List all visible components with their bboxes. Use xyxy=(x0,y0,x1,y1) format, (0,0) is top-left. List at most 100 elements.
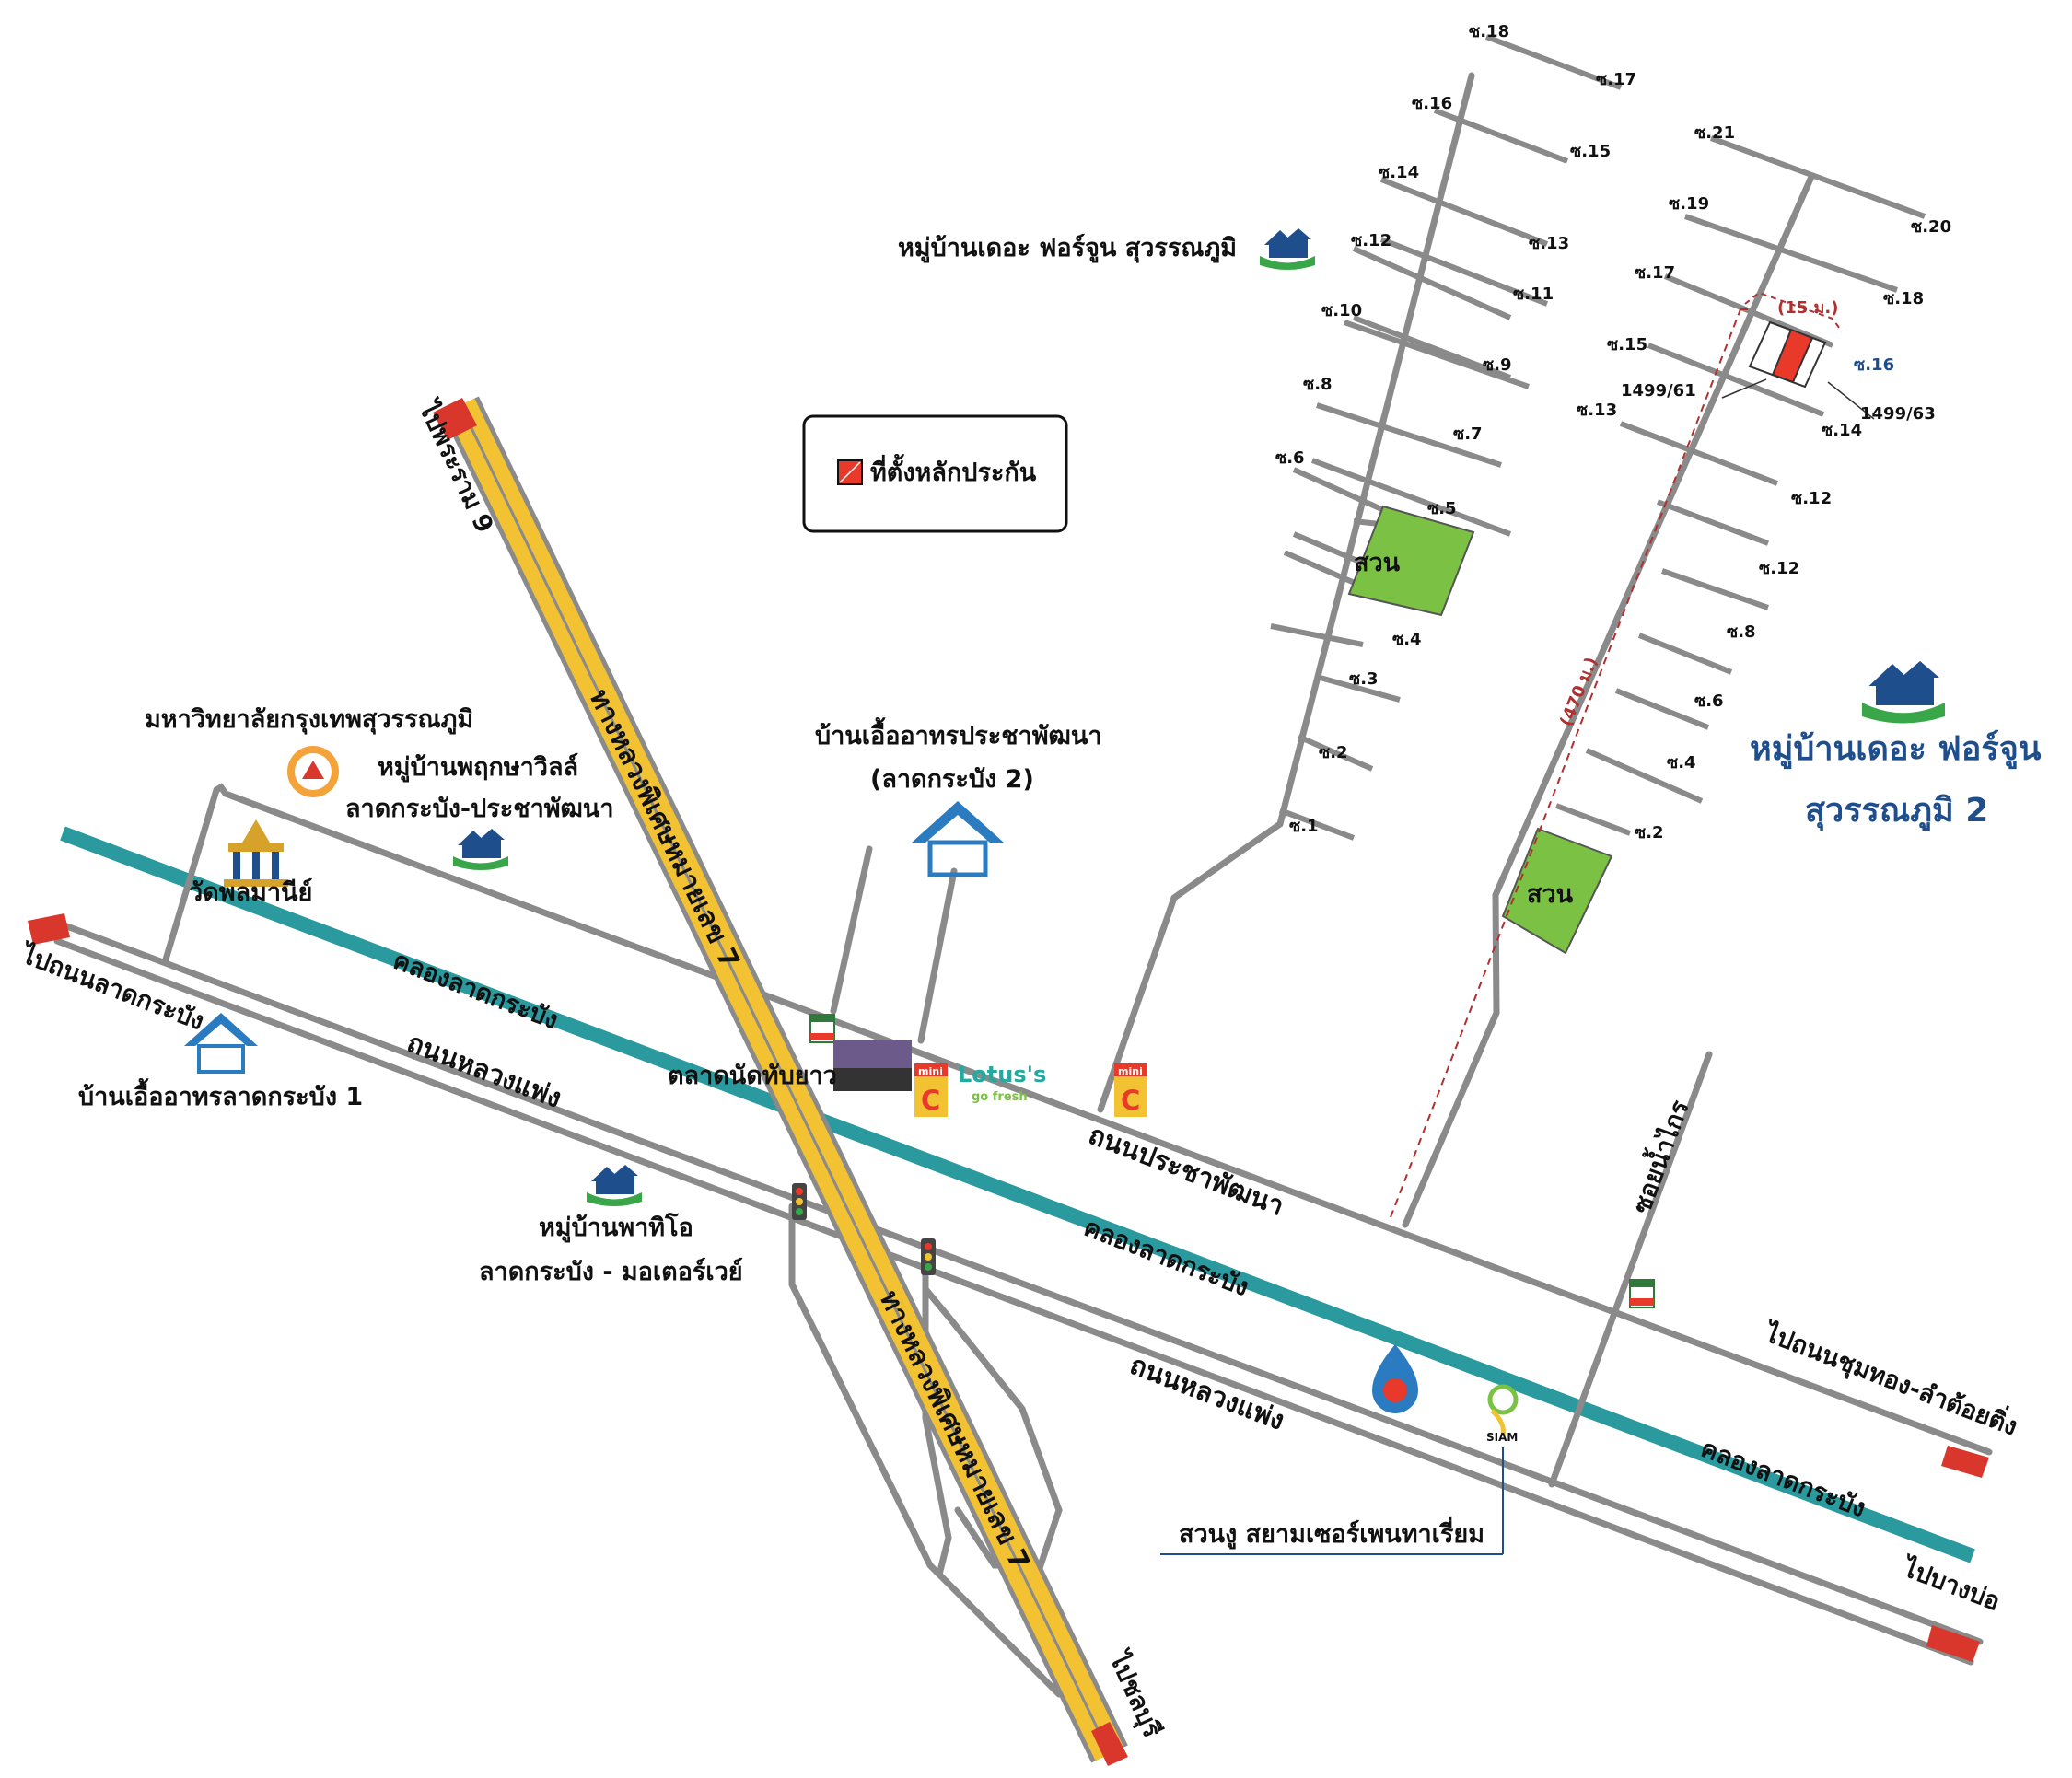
label-euaarthorn1: บ้านเอื้ออาทรลาดกระบัง 1 xyxy=(78,1077,363,1111)
park-south: สวน xyxy=(1501,827,1613,955)
soi-label: ซ.18 xyxy=(1883,289,1924,308)
soi-label: ซ.4 xyxy=(1392,630,1422,649)
legend-label: ที่ตั้งหลักประกัน xyxy=(870,453,1037,487)
park-label: สวน xyxy=(1527,880,1574,909)
soi-label: ซ.9 xyxy=(1483,355,1512,375)
soi-label: ซ.17 xyxy=(1596,70,1636,89)
west-soi-labels: ซ.18 ซ.16 ซ.14 ซ.12 ซ.10 ซ.8 ซ.6 ซ.4 ซ.3… xyxy=(1275,22,1636,836)
soi-label: ซ.6 xyxy=(1694,691,1724,711)
seven-eleven-icon xyxy=(1629,1279,1655,1308)
label-market: ตลาดนัดทับยาว xyxy=(668,1062,837,1090)
soi-label: ซ.14 xyxy=(1822,421,1862,440)
label-pracha-phatthana: ถนนประชาพัฒนา xyxy=(1084,1119,1287,1222)
soi-label: ซ.16 xyxy=(1854,355,1894,375)
soi-label: ซ.16 xyxy=(1412,94,1452,113)
market-icon xyxy=(833,1040,912,1091)
label-pruksa-line2: ลาดกระบัง-ประชาพัฒนา xyxy=(345,795,614,823)
soi-label: ซ.17 xyxy=(1635,263,1675,283)
plot-number-b: 1499/63 xyxy=(1860,404,1936,424)
label-motorway-north: ทางหลวงพิเศษหมายเลข 7 xyxy=(584,684,746,973)
university-logo-icon xyxy=(287,746,339,797)
label-canal-east: คลองลาดกระบัง xyxy=(1696,1435,1868,1524)
mini-c-glyph: C xyxy=(921,1085,940,1116)
plot-width-label: (15 ม.) xyxy=(1777,298,1838,318)
label-fortune-suvarnabhumi: หมู่บ้านเดอะ ฟอร์จูน สุวรรณภูมิ xyxy=(898,233,1237,263)
soi-label: ซ.12 xyxy=(1759,559,1799,578)
soi-label: ซ.20 xyxy=(1911,217,1951,237)
soi-label: ซ.21 xyxy=(1694,123,1735,143)
soi-label: ซ.14 xyxy=(1379,163,1419,182)
park-north: สวน xyxy=(1347,505,1475,617)
soi-label: ซ.13 xyxy=(1577,401,1617,420)
motorway xyxy=(442,396,1128,1763)
soi-label: ซ.7 xyxy=(1453,424,1483,444)
soi-label: ซ.12 xyxy=(1351,231,1391,250)
village-icon xyxy=(587,1165,642,1206)
soi-label: ซ.19 xyxy=(1669,194,1709,214)
label-euaarthorn2-line1: บ้านเอื้ออาทรประชาพัฒนา xyxy=(815,716,1102,750)
soi-label: ซ.5 xyxy=(1427,499,1457,518)
arrow-rama9-icon xyxy=(433,398,477,440)
snake-farm-icon: SIAM xyxy=(1160,1384,1519,1555)
direction-arrows xyxy=(28,398,1989,1766)
mini-label: mini xyxy=(1118,1065,1143,1077)
arrow-chonburi-icon xyxy=(1091,1722,1128,1766)
label-soi-nam-krai: ซอยน้ำไกร xyxy=(1623,1095,1695,1218)
mini-label: mini xyxy=(918,1065,943,1077)
label-canal-west: คลองลาดกระบัง xyxy=(389,947,561,1036)
euaarthorn-icon xyxy=(184,1013,258,1075)
traffic-light-icon xyxy=(792,1183,807,1220)
plot-number-a: 1499/61 xyxy=(1621,381,1696,401)
mini-c-icon: mini C xyxy=(1114,1063,1147,1117)
label-wat: วัดพลมานีย์ xyxy=(189,877,312,907)
euaarthorn-icon xyxy=(912,801,1004,877)
target-plot: (15 ม.) 1499/61 1499/63 xyxy=(1621,291,1936,424)
soi-label: ซ.10 xyxy=(1321,301,1362,320)
soi-label: ซ.4 xyxy=(1667,753,1696,773)
distance-label: (470 ม.) xyxy=(1556,655,1601,729)
soi-label: ซ.15 xyxy=(1607,335,1647,354)
lotus-logo-icon: Lotus's go fresh xyxy=(958,1062,1046,1104)
soi-label: ซ.18 xyxy=(1469,22,1509,41)
soi-label: ซ.1 xyxy=(1289,817,1319,836)
arrow-bangbo-icon xyxy=(1926,1625,1980,1662)
park-label: สวน xyxy=(1354,549,1401,577)
label-patio-line1: หมู่บ้านพาทิโอ xyxy=(539,1212,693,1243)
soi-label: ซ.3 xyxy=(1349,669,1379,689)
mini-c-glyph: C xyxy=(1121,1085,1140,1116)
traffic-light-icon xyxy=(921,1238,936,1275)
village-icon xyxy=(453,829,508,870)
village-icon xyxy=(1260,228,1315,270)
soi-label: ซ.8 xyxy=(1727,622,1756,642)
soi-label: ซ.11 xyxy=(1513,285,1554,304)
legend: ที่ตั้งหลักประกัน xyxy=(802,414,1068,533)
soi-label: ซ.15 xyxy=(1570,142,1611,161)
lotus-name: Lotus's xyxy=(958,1062,1046,1087)
lotus-tagline: go fresh xyxy=(972,1090,1028,1104)
arrow-chumthong-icon xyxy=(1941,1446,1989,1478)
soi-label: ซ.12 xyxy=(1791,489,1832,508)
label-fortune2-line2: สุวรรณภูมิ 2 xyxy=(1805,792,1988,831)
soi-label: ซ.6 xyxy=(1275,448,1305,468)
soi-label: ซ.2 xyxy=(1635,823,1664,843)
label-to-bangbo: ไปบางบ่อ xyxy=(1897,1552,2005,1617)
label-canal-middle: คลองลาดกระบัง xyxy=(1079,1214,1251,1303)
label-university: มหาวิทยาลัยกรุงเทพสุวรรณภูมิ xyxy=(145,705,473,735)
east-soi-labels: ซ.21 ซ.19 ซ.17 ซ.15 ซ.13 ซ.20 ซ.18 ซ.16 … xyxy=(1577,123,1951,843)
label-fortune2-line1: หมู่บ้านเดอะ ฟอร์จูน xyxy=(1750,729,2042,770)
distance-indicator xyxy=(1390,308,1750,1218)
label-euaarthorn2-line2: (ลาดกระบัง 2) xyxy=(870,765,1034,794)
label-patio-line2: ลาดกระบัง - มอเตอร์เวย์ xyxy=(479,1257,743,1286)
soi-label: ซ.2 xyxy=(1319,743,1348,762)
soi-label: ซ.8 xyxy=(1303,375,1333,394)
mini-c-icon: mini C xyxy=(914,1063,948,1117)
arrow-ladkrabang-icon xyxy=(28,913,70,945)
label-pruksa-line1: หมู่บ้านพฤกษาวิลล์ xyxy=(378,752,578,783)
ptt-station-icon xyxy=(1372,1344,1418,1413)
village-icon xyxy=(1862,661,1945,724)
canal xyxy=(60,826,1975,1563)
soi-label: ซ.13 xyxy=(1529,234,1569,253)
temple-icon xyxy=(224,819,288,887)
label-snake-farm: สวนงู สยามเซอร์เพนทาเรี่ยม xyxy=(1179,1516,1484,1550)
